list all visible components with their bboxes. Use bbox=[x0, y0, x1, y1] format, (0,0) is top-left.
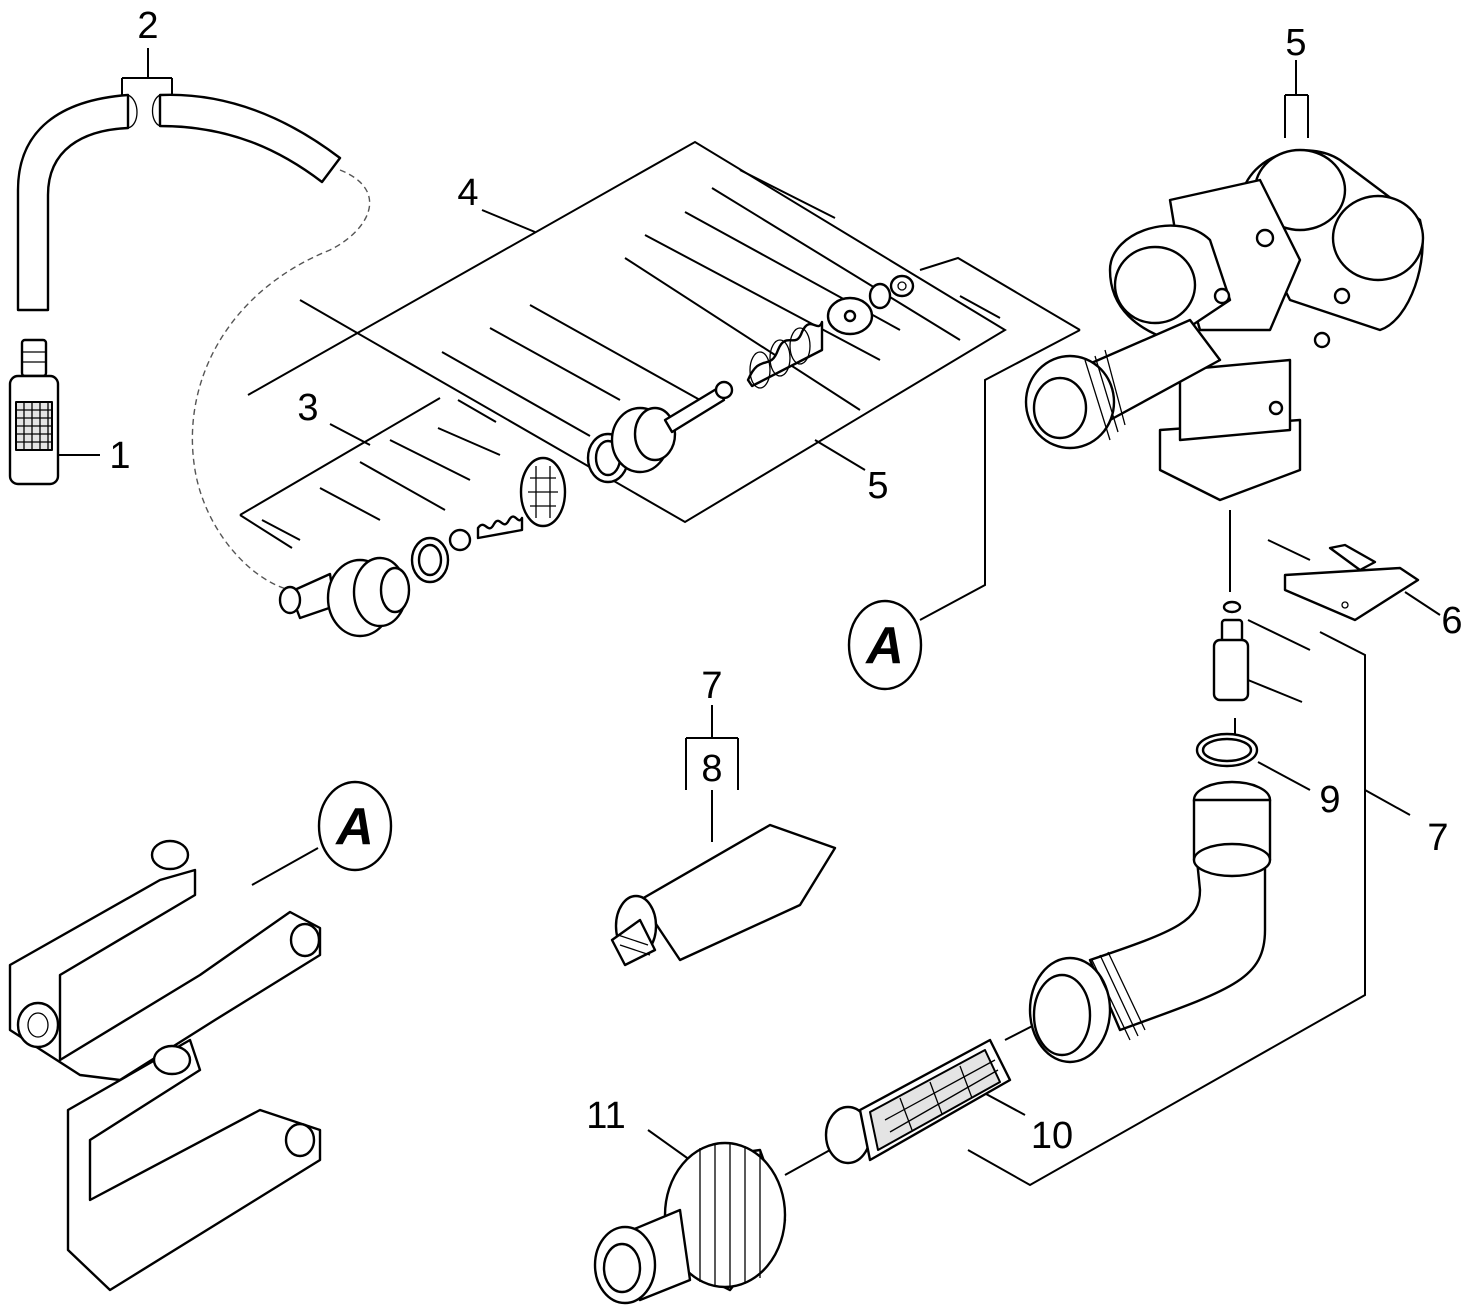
callout-11: 11 bbox=[586, 1095, 625, 1137]
callout-6: 6 bbox=[1441, 600, 1462, 642]
part-3-inlet-assembly bbox=[278, 456, 567, 638]
callout-7-right: 7 bbox=[1427, 817, 1448, 859]
part-2-hose bbox=[16, 93, 371, 591]
part-10-strainer bbox=[824, 1038, 1012, 1165]
callout-labels: 2 1 4 3 5 5 6 9 7 7 8 10 11 bbox=[109, 5, 1462, 1157]
reference-a-right-label: A bbox=[864, 617, 904, 675]
part-1-filter bbox=[8, 338, 60, 486]
inlet-elbow-fitting bbox=[1028, 780, 1272, 1064]
part-11-coupling bbox=[593, 1141, 787, 1305]
callout-9: 9 bbox=[1319, 779, 1340, 821]
callout-10: 10 bbox=[1031, 1115, 1073, 1157]
part-4-valve-assembly bbox=[586, 274, 915, 484]
reference-a-left-label: A bbox=[334, 798, 374, 856]
reference-a-right: A bbox=[847, 599, 923, 691]
part-9-o-ring bbox=[1195, 732, 1259, 768]
callout-1: 1 bbox=[109, 435, 130, 477]
callout-4: 4 bbox=[457, 172, 478, 214]
part-5-pump-head bbox=[1024, 148, 1425, 502]
mounting-bracket bbox=[8, 839, 322, 1292]
part-8-grease-tube bbox=[610, 823, 837, 967]
part-6-clip bbox=[1283, 543, 1420, 622]
callout-8: 8 bbox=[701, 748, 722, 790]
leader-lines bbox=[58, 48, 1441, 1187]
callout-5-mid: 5 bbox=[867, 465, 888, 507]
part-7-nozzle bbox=[1212, 600, 1250, 702]
callout-2: 2 bbox=[137, 5, 158, 47]
callout-7-top: 7 bbox=[701, 665, 722, 707]
callout-3: 3 bbox=[297, 387, 318, 429]
callout-5-top: 5 bbox=[1285, 22, 1306, 64]
reference-a-left: A bbox=[317, 780, 393, 872]
